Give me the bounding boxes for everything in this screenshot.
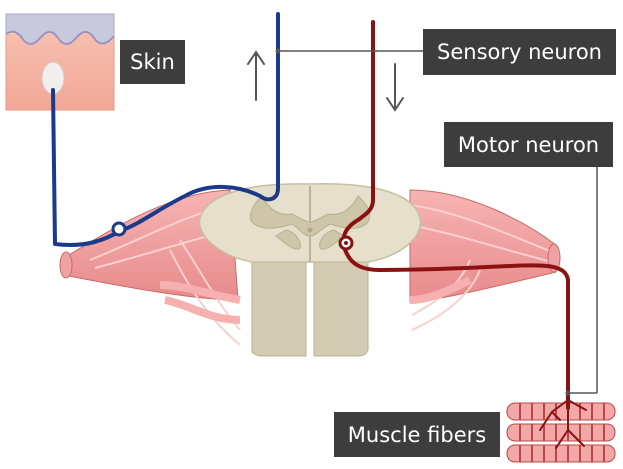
sensory-up-arrow-icon	[247, 50, 265, 101]
skin-label: Skin	[120, 40, 185, 84]
sensory-neuron	[51, 12, 280, 247]
muscle-fibers-label: Muscle fibers	[334, 412, 500, 457]
motor-neuron	[338, 20, 587, 449]
sensory-connector-dot	[275, 48, 281, 54]
motor-down-arrow-icon	[386, 63, 404, 112]
muscle-fibers-bundle	[506, 402, 616, 463]
motor-connector-dot	[565, 390, 571, 396]
sensory-neuron-label: Sensory neuron	[423, 29, 616, 75]
muscle-right	[409, 189, 561, 331]
label-connectors	[278, 50, 598, 394]
skin-block	[5, 13, 115, 111]
spinal-cord	[198, 183, 422, 357]
motor-neuron-label: Motor neuron	[444, 122, 613, 167]
